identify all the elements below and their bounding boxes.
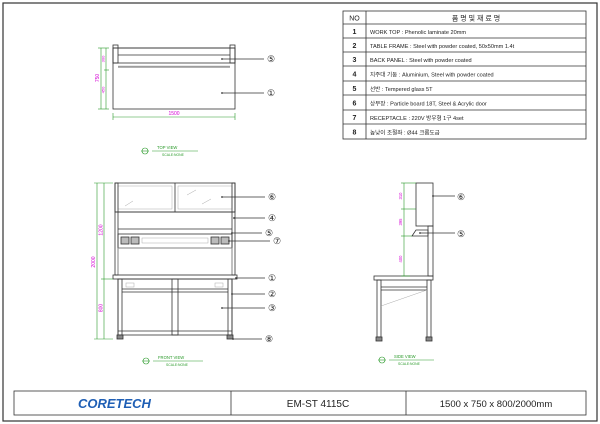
dim-top-depth: 750 <box>95 74 101 83</box>
callout-3: ③ <box>268 303 276 313</box>
callout-6: ⑥ <box>268 192 276 202</box>
callout-7: ⑦ <box>273 236 281 246</box>
callout-1: ① <box>267 88 275 98</box>
callout-2: ② <box>268 289 276 299</box>
callout-5: ⑤ <box>457 229 465 239</box>
spec-header-name: 품 명 및 재 료 명 <box>452 14 500 23</box>
side-view-scale: SCALE:NONE <box>398 362 421 366</box>
side-view-caption: SIDE VIEW <box>394 354 416 359</box>
callout-4: ④ <box>268 213 276 223</box>
upper-cabinet <box>415 182 434 227</box>
dim-front-lower: 800 <box>99 304 105 313</box>
leveling-foot <box>226 334 234 340</box>
dim-side-b: 395 <box>398 218 403 226</box>
title-block: CORETECH EM-ST 4115C 1500 x 750 x 800/20… <box>13 390 587 416</box>
leveling-foot <box>425 336 433 342</box>
rear-leg <box>426 279 432 338</box>
spec-row-text: RECEPTACLE : 220V 방우형 1구 4set <box>370 114 464 122</box>
spec-row-no: 1 <box>353 29 357 36</box>
callout-8: ⑧ <box>265 334 273 344</box>
left-post <box>114 182 119 276</box>
front-view-caption: FRONT VIEW <box>158 355 184 360</box>
leveling-foot <box>116 334 124 340</box>
rear-post <box>427 225 434 277</box>
spec-table-frame <box>342 10 587 140</box>
dim-top-width: 1500 <box>168 111 179 117</box>
dim-top-depth-a: 300 <box>101 55 106 62</box>
title-block-frame <box>13 390 587 416</box>
callout-1: ① <box>268 273 276 283</box>
back-panel <box>117 247 233 276</box>
worktop <box>112 274 238 280</box>
front-view: ⑥ ④ ⑤ ⑦ ① ② ③ ⑧ 2000 1200 800 FRON <box>91 182 281 367</box>
dim-top-depth-b: 450 <box>101 86 106 93</box>
left-post <box>112 44 119 64</box>
callout-5: ⑤ <box>265 228 273 238</box>
spec-row-text: 높낮이 조절좌 : Ø44 크롬도금 <box>370 129 440 137</box>
side-view: ⑥ ⑤ 310 395 400 SIDE VIEW SCALE:NONE <box>373 182 465 366</box>
spec-header-no: NO <box>349 16 360 23</box>
back-cabinet-outline <box>112 47 236 64</box>
receptacle <box>220 236 230 245</box>
spec-row-text: 선반 : Tempered glass 5T <box>370 85 433 93</box>
spec-row-text: 상부장 : Particle board 18T, Steel & Acryli… <box>370 100 487 108</box>
dim-front-total: 2000 <box>91 256 97 267</box>
spec-row-no: 3 <box>353 57 357 64</box>
spec-row-text: WORK TOP : Phenolic laminate 20mm <box>370 30 466 36</box>
dim-front-upper: 1200 <box>99 224 105 235</box>
top-view: ⑤ ① 1500 750 300 450 TOP VIEW SCALE:NONE <box>95 44 275 157</box>
top-view-caption: TOP VIEW <box>157 145 177 150</box>
dim-side-c: 400 <box>398 255 403 263</box>
table-frame <box>117 278 233 336</box>
front-leg <box>376 279 382 338</box>
worktop-outline <box>112 47 236 110</box>
receptacle <box>120 236 130 245</box>
spec-row-text: TABLE FRAME : Steel with powder coated, … <box>370 44 515 50</box>
spec-row-no: 5 <box>353 86 357 93</box>
worktop <box>373 275 434 281</box>
spec-row-no: 7 <box>353 115 357 122</box>
front-view-scale: SCALE:NONE <box>166 363 189 367</box>
leveling-foot <box>375 336 383 342</box>
spec-row-no: 2 <box>353 43 357 50</box>
callout-5: ⑤ <box>267 54 275 64</box>
dim-side-a: 310 <box>398 192 403 200</box>
model-number: EM-ST 4115C <box>287 399 349 410</box>
spec-table: NO 품 명 및 재 료 명 1 WORK TOP : Phenolic lam… <box>342 10 587 140</box>
spec-row-no: 6 <box>353 101 357 108</box>
top-view-scale: SCALE:NONE <box>162 153 185 157</box>
receptacle <box>210 236 220 245</box>
callout-6: ⑥ <box>457 192 465 202</box>
product-size: 1500 x 750 x 800/2000mm <box>440 399 553 410</box>
spec-row-no: 8 <box>353 130 357 137</box>
spec-row-no: 4 <box>353 72 357 79</box>
right-post <box>229 44 236 64</box>
brand-logo: CORETECH <box>78 396 152 411</box>
spec-row-text: 지주대 기둥 : Aluminium, Steel with powder co… <box>370 71 494 79</box>
receptacle <box>130 236 140 245</box>
spec-row-text: BACK PANEL : Steel with powder coated <box>370 58 472 64</box>
glass-shelf <box>411 229 429 237</box>
